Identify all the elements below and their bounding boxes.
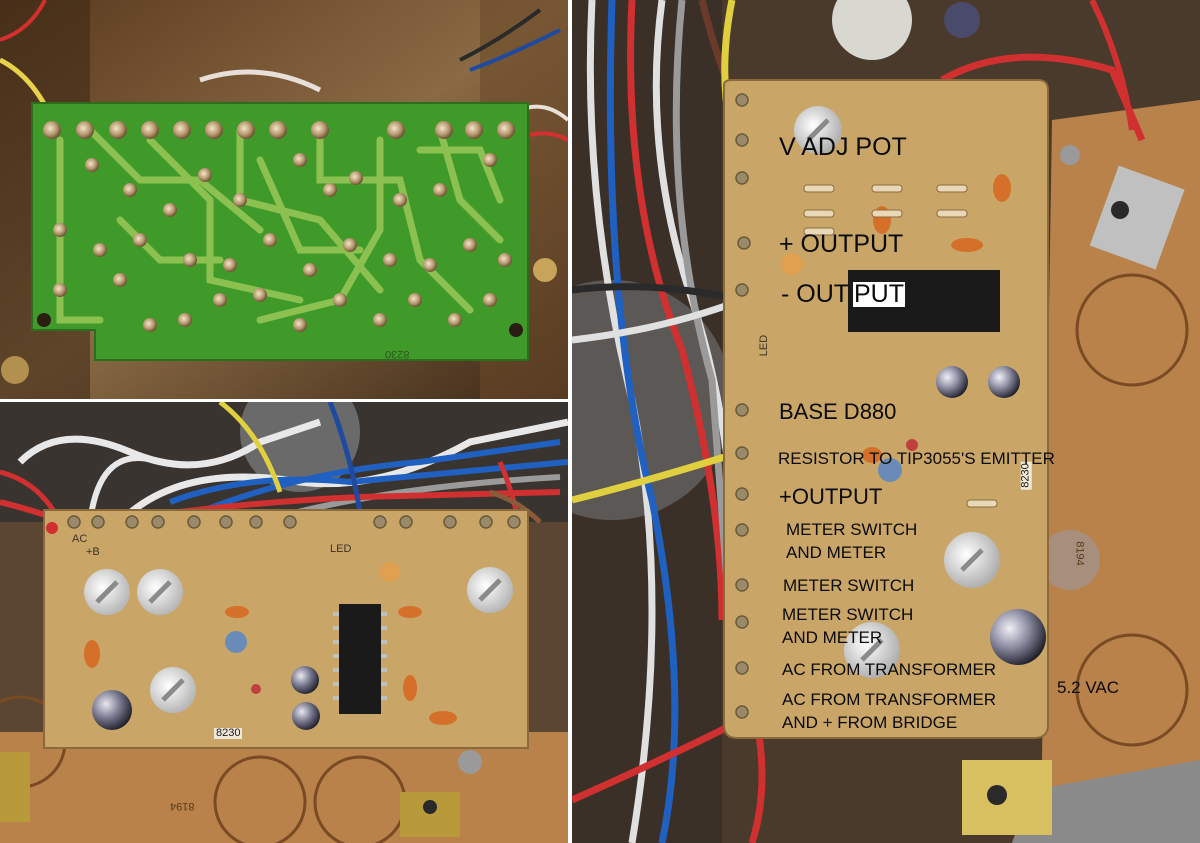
photo-annotated-board: LED 8230 8194 V ADJ POT + OUTPUT - OUT P… bbox=[572, 0, 1200, 843]
silk-led-right: LED bbox=[758, 334, 771, 357]
label-meter-switch-and-meter-1a: METER SWITCH bbox=[786, 520, 918, 539]
label-minus-output-a: - OUT bbox=[781, 280, 850, 308]
label-meter-switch: METER SWITCH bbox=[783, 576, 915, 595]
label-ac-from-transformer-1: AC FROM TRANSFORMER bbox=[782, 660, 997, 679]
label-5-2-vac: 5.2 VAC bbox=[1057, 678, 1120, 697]
label-minus-output-b: PUT bbox=[853, 280, 905, 308]
label-plus-output-2: +OUTPUT bbox=[779, 484, 883, 509]
label-ac-from-transformer-2a: AC FROM TRANSFORMER bbox=[782, 690, 997, 709]
label-plus-output-1: + OUTPUT bbox=[779, 230, 904, 258]
solder-side-image bbox=[0, 0, 568, 399]
component-side-image bbox=[0, 402, 568, 843]
label-v-adj-pot: V ADJ POT bbox=[779, 133, 907, 161]
photo-solder-side: 8230 bbox=[0, 0, 568, 399]
silk-ac: AC bbox=[72, 533, 88, 545]
label-base-d880: BASE D880 bbox=[779, 399, 897, 424]
label-meter-switch-and-meter-2a: METER SWITCH bbox=[782, 605, 914, 624]
label-meter-switch-and-meter-2b: AND METER bbox=[782, 628, 883, 647]
board-code-solder: 8230 bbox=[385, 348, 410, 360]
photo-component-side: AC +B LED 8230 8194 bbox=[0, 402, 568, 843]
label-ac-from-transformer-2b: AND + FROM BRIDGE bbox=[782, 713, 958, 732]
board-code-component: 8230 bbox=[214, 727, 243, 739]
chassis-code-right: 8194 bbox=[1073, 541, 1086, 566]
silk-led: LED bbox=[330, 543, 352, 555]
label-meter-switch-and-meter-1b: AND METER bbox=[786, 543, 887, 562]
silk-plus-b: +B bbox=[86, 546, 100, 558]
annotated-board-image bbox=[572, 0, 1200, 843]
chassis-code-left: 8194 bbox=[170, 800, 195, 812]
label-resistor-emitter: RESISTOR TO TIP3055'S EMITTER bbox=[778, 449, 1055, 468]
